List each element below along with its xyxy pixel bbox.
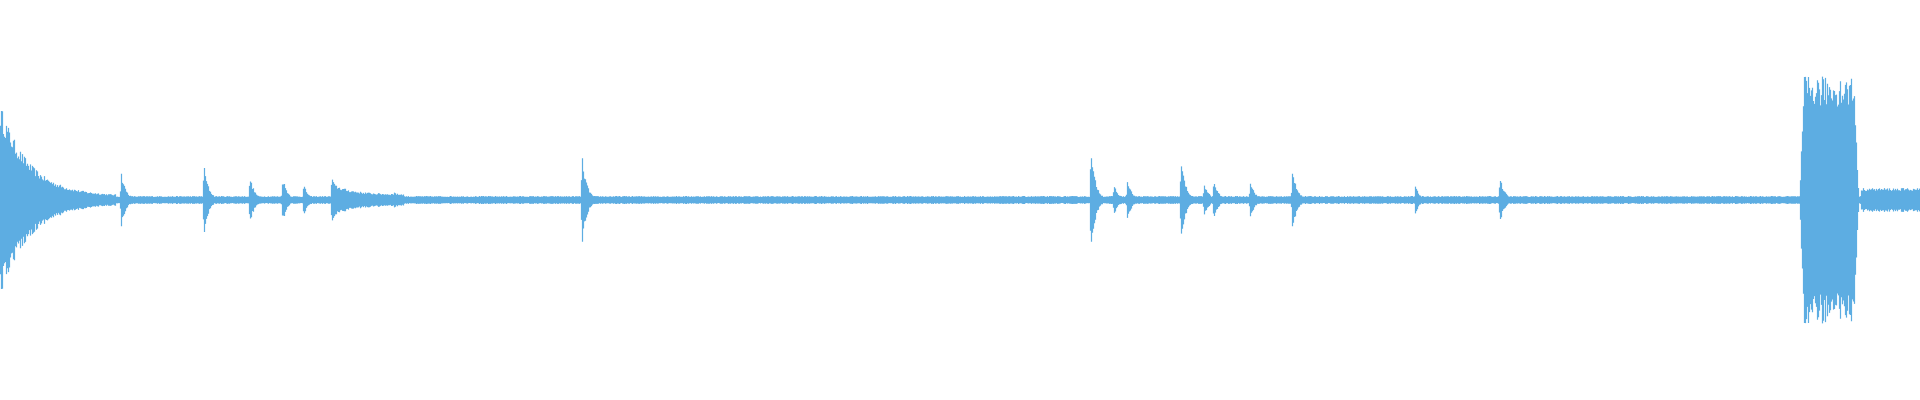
waveform-path <box>0 76 1920 324</box>
